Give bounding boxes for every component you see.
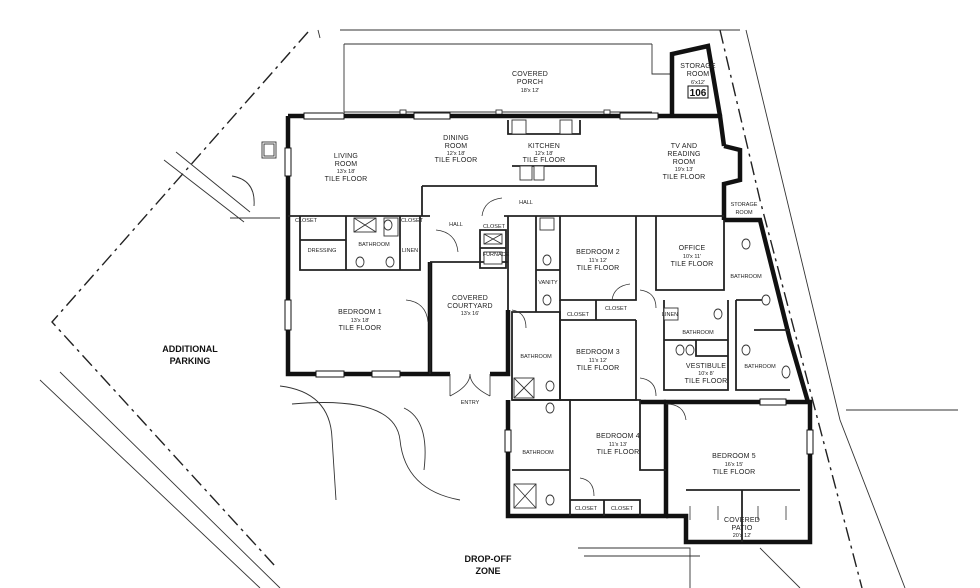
closet-west-2-label: CLOSET: [401, 218, 424, 224]
bathroom-vestibule-label: BATHROOM: [682, 330, 714, 336]
storage-room-right-label: STORAGE: [731, 202, 758, 208]
covered-porch-outline: [344, 44, 673, 117]
tv-reading-room-label: TV AND: [671, 143, 697, 150]
bedroom-1-floor: TILE FLOOR: [339, 325, 382, 332]
kitchen-floor: TILE FLOOR: [523, 157, 566, 164]
living-room-label-2: ROOM: [335, 161, 358, 168]
dining-room-dim: 12'x 18': [447, 151, 466, 157]
vestibule-label: VESTIBULE: [686, 363, 726, 370]
closet-south-1-label: CLOSET: [575, 506, 598, 512]
storage-room-top-label-2: ROOM: [687, 71, 710, 78]
bedroom-3-label: BEDROOM 3: [576, 349, 620, 356]
bedroom-4-floor: TILE FLOOR: [597, 449, 640, 456]
fixtures: [261, 119, 791, 509]
covered-courtyard-dim: 13'x 16': [461, 311, 480, 317]
dining-room-floor: TILE FLOOR: [435, 157, 478, 164]
bedroom-1-dim: 13'x 18': [351, 318, 370, 324]
covered-patio-dim: 20'x 12': [733, 533, 752, 539]
vanity-label: VANITY: [538, 280, 558, 286]
dining-room-label-2: ROOM: [445, 143, 468, 150]
linen-label: LINEN: [402, 248, 418, 254]
room-number-106: 106: [690, 88, 707, 99]
covered-porch-label-2: PORCH: [517, 79, 543, 86]
covered-courtyard-label-2: COURTYARD: [447, 303, 493, 310]
bedroom-2-floor: TILE FLOOR: [577, 265, 620, 272]
bathroom-center-label: BATHROOM: [520, 354, 552, 360]
dining-room-label: DINING: [443, 135, 469, 142]
covered-courtyard-label: COVERED: [452, 295, 488, 302]
living-room-label: LIVING: [334, 153, 358, 160]
tv-reading-room-label-3: ROOM: [673, 159, 696, 166]
room-labels: COVERED PORCH 18'x 12' STORAGE ROOM 6'x1…: [295, 63, 776, 539]
storage-room-right-label-2: ROOM: [735, 210, 753, 216]
additional-parking-label: ADDITIONAL: [162, 344, 218, 354]
linen-east-label: LINEN: [662, 312, 678, 318]
closet-bedroom2-a-label: CLOSET: [567, 312, 590, 318]
tv-reading-room-dim: 19'x 13': [675, 167, 694, 173]
bedroom-1-label: BEDROOM 1: [338, 309, 382, 316]
office-label: OFFICE: [679, 245, 706, 252]
office-dim: 10'x 11': [683, 254, 701, 260]
additional-parking-label-2: PARKING: [170, 356, 211, 366]
bedroom-3-dim: 11'x 12': [589, 358, 607, 364]
bedroom-4-label: BEDROOM 4: [596, 433, 640, 440]
dressing-label: DRESSING: [308, 248, 337, 254]
site-lines: [39, 29, 958, 588]
site-labels: ADDITIONAL PARKING DROP-OFF ZONE: [162, 344, 512, 576]
tv-reading-room-label-2: READING: [667, 151, 700, 158]
covered-patio-label: COVERED: [724, 517, 760, 524]
bathroom-east-label: BATHROOM: [730, 274, 762, 280]
hall-west-label: HALL: [449, 222, 463, 228]
hall-label: HALL: [519, 200, 533, 206]
drop-off-zone-label-2: ZONE: [475, 566, 500, 576]
tv-reading-room-floor: TILE FLOOR: [663, 174, 706, 181]
office-floor: TILE FLOOR: [671, 261, 714, 268]
bedroom-2-dim: 11'x 12': [589, 258, 607, 264]
kitchen-dim: 12'x 18': [535, 151, 554, 157]
bathroom-west-label: BATHROOM: [358, 242, 390, 248]
bedroom-3-floor: TILE FLOOR: [577, 365, 620, 372]
bathroom-southeast-label: BATHROOM: [744, 364, 776, 370]
storage-room-top-dim: 6'x12': [691, 80, 705, 86]
living-room-dim: 13'x 18': [337, 169, 356, 175]
interior-walls: [288, 120, 800, 542]
covered-porch-label: COVERED: [512, 71, 548, 78]
doors: [405, 197, 787, 520]
storage-room-top-label: STORAGE: [680, 63, 716, 70]
storage-room-top: [669, 43, 723, 117]
living-room-floor: TILE FLOOR: [325, 176, 368, 183]
bedroom-5-label: BEDROOM 5: [712, 453, 756, 460]
closet-west-label: CLOSET: [295, 218, 318, 224]
furnace-label: FURNACE: [483, 252, 510, 258]
closet-hall-label: CLOSET: [483, 224, 506, 230]
bathroom-south-label: BATHROOM: [522, 450, 554, 456]
covered-porch-dim: 18'x 12': [521, 88, 540, 94]
vestibule-floor: TILE FLOOR: [685, 378, 728, 385]
windows: [284, 112, 814, 455]
entry-label: ENTRY: [461, 400, 480, 406]
vestibule-dim: 10'x 8': [698, 371, 714, 377]
bedroom-2-label: BEDROOM 2: [576, 249, 620, 256]
bedroom-5-dim: 16'x 15': [725, 462, 744, 468]
closet-bedroom2-b-label: CLOSET: [605, 306, 628, 312]
drop-off-zone-label: DROP-OFF: [465, 554, 512, 564]
kitchen-label: KITCHEN: [528, 143, 560, 150]
covered-patio-label-2: PATIO: [732, 525, 753, 532]
bedroom-4-dim: 11'x 13': [609, 442, 627, 448]
bedroom-5-floor: TILE FLOOR: [713, 469, 756, 476]
closet-south-2-label: CLOSET: [611, 506, 634, 512]
